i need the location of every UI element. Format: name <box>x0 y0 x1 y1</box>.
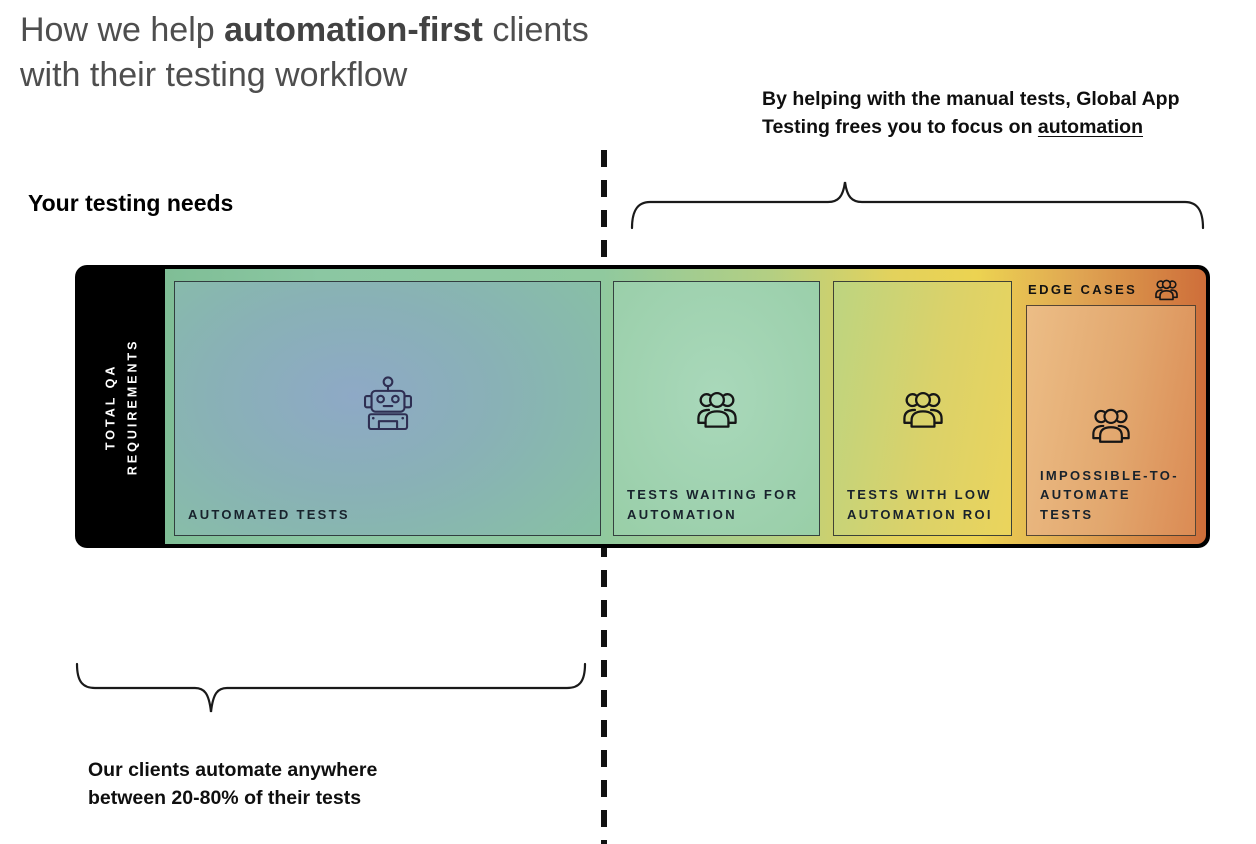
section-label: TESTS WAITING FOR AUTOMATION <box>627 487 799 522</box>
title-line-2: with their testing workflow <box>20 55 408 94</box>
section-impossible: IMPOSSIBLE-TO-AUTOMATE TESTS <box>1026 305 1196 536</box>
total-qa-label-line2: REQUIREMENTS <box>125 338 140 475</box>
people-icon <box>696 391 737 428</box>
total-qa-label-line1: TOTAL QA <box>103 363 118 450</box>
people-icon <box>902 391 943 428</box>
right-annotation: By helping with the manual tests, Global… <box>762 86 1252 141</box>
section-tests-waiting: TESTS WAITING FOR AUTOMATION <box>613 281 820 536</box>
bottom-annotation-line-1: Our clients automate anywhere <box>88 759 378 781</box>
edge-cases-row: EDGE CASES <box>1028 278 1196 301</box>
right-annotation-line-1: By helping with the manual tests, Global… <box>762 88 1180 110</box>
robot-icon-wrap <box>175 375 600 431</box>
title-line-1: How we help automation-first clients <box>20 8 589 53</box>
people-icon <box>1092 408 1130 443</box>
people-icon <box>1155 279 1179 301</box>
right-annotation-line2-prefix: Testing frees you to focus on <box>762 115 1038 138</box>
people-icon-wrap <box>1027 406 1195 444</box>
page-title: How we help automation-first clients wit… <box>20 8 589 98</box>
title-bold: automation-first <box>224 11 483 49</box>
automation-link[interactable]: automation <box>1037 115 1144 138</box>
section-low-roi: TESTS WITH LOW AUTOMATION ROI <box>833 281 1012 536</box>
total-qa-strip: TOTAL QA REQUIREMENTS <box>79 269 165 544</box>
section-label: TESTS WITH LOW AUTOMATION ROI <box>847 487 993 522</box>
bottom-brace <box>75 662 587 713</box>
people-icon-wrap <box>834 389 1011 429</box>
total-qa-label: TOTAL QA REQUIREMENTS <box>100 338 144 475</box>
top-brace <box>630 181 1205 230</box>
qa-requirements-bar: TOTAL QA REQUIREMENTS <box>75 265 1210 548</box>
people-icon-wrap <box>614 389 819 429</box>
section-automated-tests: AUTOMATED TESTS <box>174 281 601 536</box>
bottom-annotation-line-2: between 20-80% of their tests <box>88 786 362 809</box>
right-annotation-line-2: Testing frees you to focus on automation <box>762 114 1252 142</box>
title-part1: How we help <box>20 11 225 49</box>
bottom-annotation: Our clients automate anywhere between 20… <box>88 757 377 812</box>
your-testing-needs-label: Your testing needs <box>28 190 234 216</box>
section-label: AUTOMATED TESTS <box>188 506 350 522</box>
edge-cases-label: EDGE CASES <box>1028 282 1138 297</box>
section-label: IMPOSSIBLE-TO-AUTOMATE TESTS <box>1040 467 1179 522</box>
robot-icon <box>363 376 412 431</box>
bar-gradient-area: AUTOMATED TESTS TESTS WAITING FOR AUTOMA… <box>165 269 1206 544</box>
title-part2: clients <box>482 11 589 49</box>
